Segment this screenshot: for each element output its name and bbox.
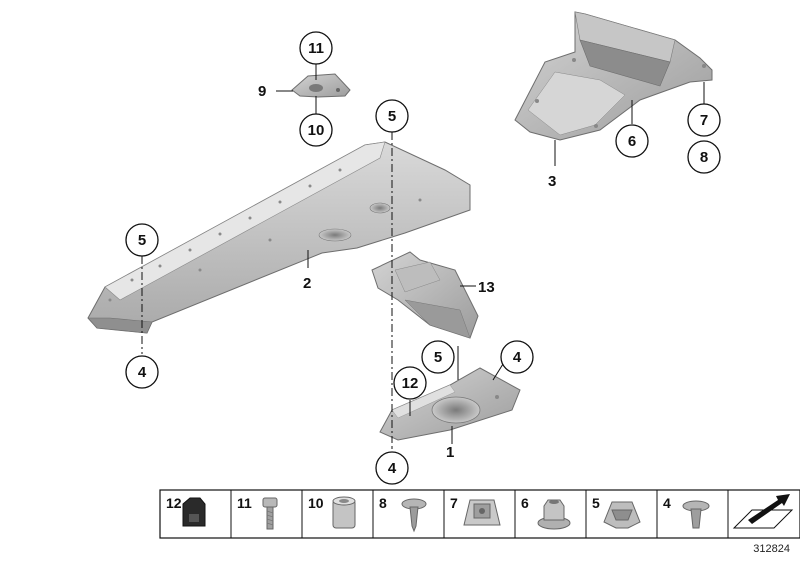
clip-nut-icon xyxy=(463,499,501,526)
legend-cell-10: 10 xyxy=(308,495,356,529)
fastener-legend: 12 11 10 xyxy=(159,489,800,539)
svg-text:10: 10 xyxy=(308,122,325,139)
callout-4-left: 4 xyxy=(125,355,159,389)
svg-text:6: 6 xyxy=(628,133,636,150)
legend-cell-12: 12 xyxy=(166,495,206,527)
svg-text:4: 4 xyxy=(388,460,397,477)
svg-text:4: 4 xyxy=(513,349,522,366)
lower-panel-part-1 xyxy=(379,367,521,441)
callout-12: 12 xyxy=(393,366,427,400)
svg-text:5: 5 xyxy=(138,232,146,249)
callout-5-top: 5 xyxy=(375,99,409,133)
label-part-13: 13 xyxy=(478,279,495,296)
svg-text:7: 7 xyxy=(700,112,708,129)
expanding-rivet-icon xyxy=(682,500,710,529)
callout-8: 8 xyxy=(687,140,721,174)
svg-text:5: 5 xyxy=(592,495,600,511)
svg-text:4: 4 xyxy=(663,495,671,511)
callout-6: 6 xyxy=(615,124,649,158)
svg-text:12: 12 xyxy=(166,495,182,511)
legend-cell-8: 8 xyxy=(379,495,427,533)
screw-icon xyxy=(401,498,427,533)
label-part-1: 1 xyxy=(446,444,454,461)
svg-text:5: 5 xyxy=(388,108,396,125)
legend-cell-11: 11 xyxy=(237,495,278,530)
svg-text:12: 12 xyxy=(402,375,419,392)
legend-cell-6: 6 xyxy=(521,495,571,530)
reference-number: 312824 xyxy=(753,543,790,555)
svg-text:6: 6 xyxy=(521,495,529,511)
bracket-plate-part-13 xyxy=(371,251,479,339)
callout-7: 7 xyxy=(687,103,721,137)
label-part-9: 9 xyxy=(258,83,266,100)
svg-text:8: 8 xyxy=(379,495,387,511)
hex-nut-icon xyxy=(537,499,571,530)
legend-cell-5: 5 xyxy=(592,495,641,529)
wheel-arch-shield-part-3 xyxy=(514,11,713,141)
rubber-stop-icon xyxy=(182,497,206,527)
label-part-3: 3 xyxy=(548,173,556,190)
spring-clip-icon xyxy=(603,501,641,529)
svg-text:10: 10 xyxy=(308,495,324,511)
svg-text:11: 11 xyxy=(308,40,324,57)
legend-cell-4: 4 xyxy=(663,495,710,529)
callout-10: 10 xyxy=(299,113,333,147)
callout-5-mid: 5 xyxy=(421,340,455,374)
leader-lines xyxy=(141,64,705,452)
svg-text:7: 7 xyxy=(450,495,458,511)
bolt-icon xyxy=(262,497,278,530)
svg-text:4: 4 xyxy=(138,364,147,381)
svg-text:8: 8 xyxy=(700,149,708,166)
callout-5-left: 5 xyxy=(125,223,159,257)
underbody-panel-part-2 xyxy=(87,141,471,334)
spacer-sleeve-icon xyxy=(332,496,356,529)
svg-text:5: 5 xyxy=(434,349,442,366)
small-bracket-part-9 xyxy=(291,73,351,98)
label-part-2: 2 xyxy=(303,275,311,292)
legend-cell-7: 7 xyxy=(450,495,501,526)
panel-arrow-icon xyxy=(732,494,794,529)
callout-4-bottom: 4 xyxy=(375,451,409,485)
callout-11: 11 xyxy=(299,31,333,65)
callout-4-mid: 4 xyxy=(500,340,534,374)
svg-text:11: 11 xyxy=(237,495,252,511)
